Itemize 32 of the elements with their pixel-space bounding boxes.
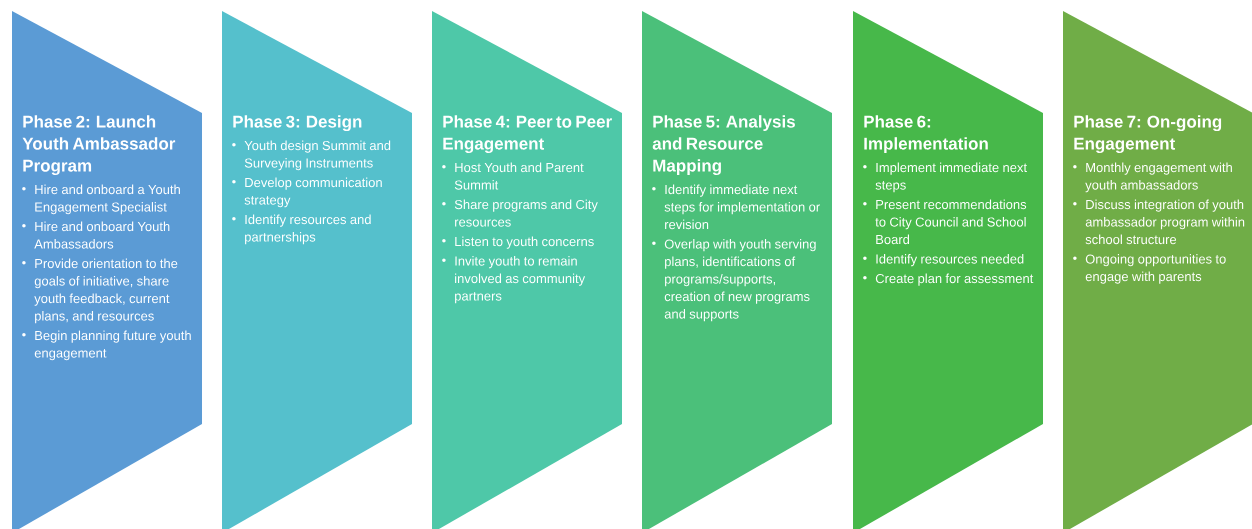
bullet-item: Discuss integration of youth ambassador program within school structure [1073, 199, 1245, 245]
bullet-item: Ongoing opportunities to engage with parents [1073, 254, 1226, 284]
bullet-item: Hire and onboard Youth Ambassadors [22, 221, 170, 249]
bullet-item: Overlap with youth serving plans, identifications of programs/supports, creation of new programs and supports [652, 239, 816, 322]
chevron-panel [853, 11, 1043, 529]
chevron-panel [642, 11, 832, 529]
bullet-item: Youth design Summit and Surveying Instruments [232, 140, 391, 171]
bullet-item: Invite youth to remain involved as community partners [442, 256, 586, 304]
bullet-item: Identify resources needed [863, 254, 1024, 267]
bullet-item: Listen to youth concerns [442, 236, 594, 249]
bullet-item: Begin planning future youth engagement [22, 330, 191, 361]
phase-heading: Phase 7: On-going Engagement [1074, 115, 1222, 154]
bullet-item: Monthly engagement with youth ambassadors [1073, 162, 1232, 193]
chevron-panel [1063, 11, 1252, 529]
phase-heading: Phase 3: Design [233, 115, 362, 132]
bullet-item: Present recommendations to City Council and School Board [863, 199, 1027, 245]
chevron-panel [432, 11, 622, 529]
bullet-item: Hire and onboard a Youth Engagement Specialist [22, 184, 180, 215]
chevron-panel [222, 11, 412, 529]
phase-heading: Phase 6: Implementation [864, 115, 988, 154]
phase-heading: Phase 2: Launch Youth Ambassador Program [22, 115, 176, 176]
bullet-item: Develop communication strategy [232, 177, 382, 208]
bullet-item: Host Youth and Parent Summit [442, 162, 584, 190]
bullet-item: Share programs and City resources [442, 199, 598, 227]
bullet-item: Provide orientation to the goals of initiative, share youth feedback, current plans, and resources [22, 258, 178, 324]
phase-heading: Phase 5: Analysis and Resource Mapping [652, 115, 795, 176]
bullet-item: Create plan for assessment [863, 273, 1034, 286]
bullet-item: Identify immediate next steps for implementation or revision [652, 184, 820, 230]
bullet-item: Implement immediate next steps [863, 162, 1027, 193]
phase-heading: Phase 4: Peer to Peer Engagement [443, 115, 612, 154]
bullet-item: Identify resources and partnerships [232, 214, 371, 245]
chevron-panel [12, 11, 202, 529]
